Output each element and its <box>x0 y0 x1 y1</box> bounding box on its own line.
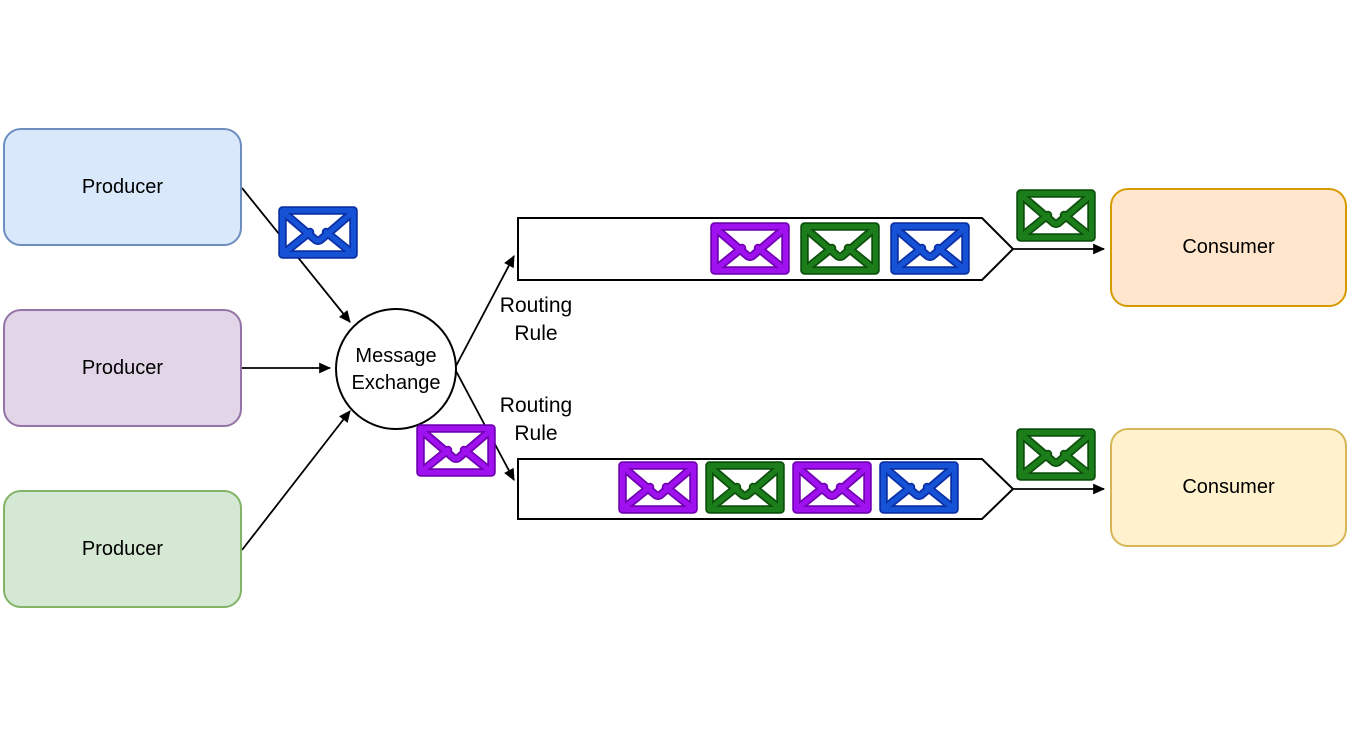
message-queue2-to-consumer2 <box>1016 428 1096 481</box>
producer-3-label: Producer <box>81 537 164 560</box>
queue-2-messages <box>618 461 959 514</box>
envelope-green-icon <box>800 222 880 275</box>
producer-2-label: Producer <box>81 356 164 379</box>
envelope-green-icon <box>1016 189 1096 242</box>
message-queue1-to-consumer1 <box>1016 189 1096 242</box>
envelope-blue-icon <box>879 461 959 514</box>
envelope-green-icon <box>705 461 785 514</box>
queue-1-messages <box>710 222 970 275</box>
envelope-green-icon <box>1016 428 1096 481</box>
message-exchange-circle <box>335 308 457 430</box>
envelope-blue-icon <box>278 206 358 259</box>
producer-1-box: Producer <box>3 128 242 246</box>
routing-rule-top-label: Routing Rule <box>499 294 573 345</box>
envelope-purple-icon <box>710 222 790 275</box>
connector-exchange-queue1 <box>455 255 515 367</box>
consumer-1-label: Consumer <box>1182 236 1275 258</box>
message-exchange-label: Message Exchange <box>351 345 441 394</box>
consumer-2-label: Consumer <box>1182 476 1275 498</box>
consumer-1-box: Consumer <box>1110 188 1347 307</box>
envelope-purple-icon <box>416 424 496 477</box>
connector-producer3-exchange <box>241 410 351 551</box>
envelope-purple-icon <box>792 461 872 514</box>
routing-rule-bottom-label: Routing Rule <box>499 394 573 445</box>
consumer-2-box: Consumer <box>1110 428 1347 547</box>
envelope-blue-icon <box>890 222 970 275</box>
message-exchange-to-queue2 <box>416 424 496 477</box>
producer-2-box: Producer <box>3 309 242 427</box>
message-producer1-to-exchange <box>278 206 358 259</box>
producer-1-label: Producer <box>81 175 164 198</box>
producer-3-box: Producer <box>3 490 242 608</box>
envelope-purple-icon <box>618 461 698 514</box>
